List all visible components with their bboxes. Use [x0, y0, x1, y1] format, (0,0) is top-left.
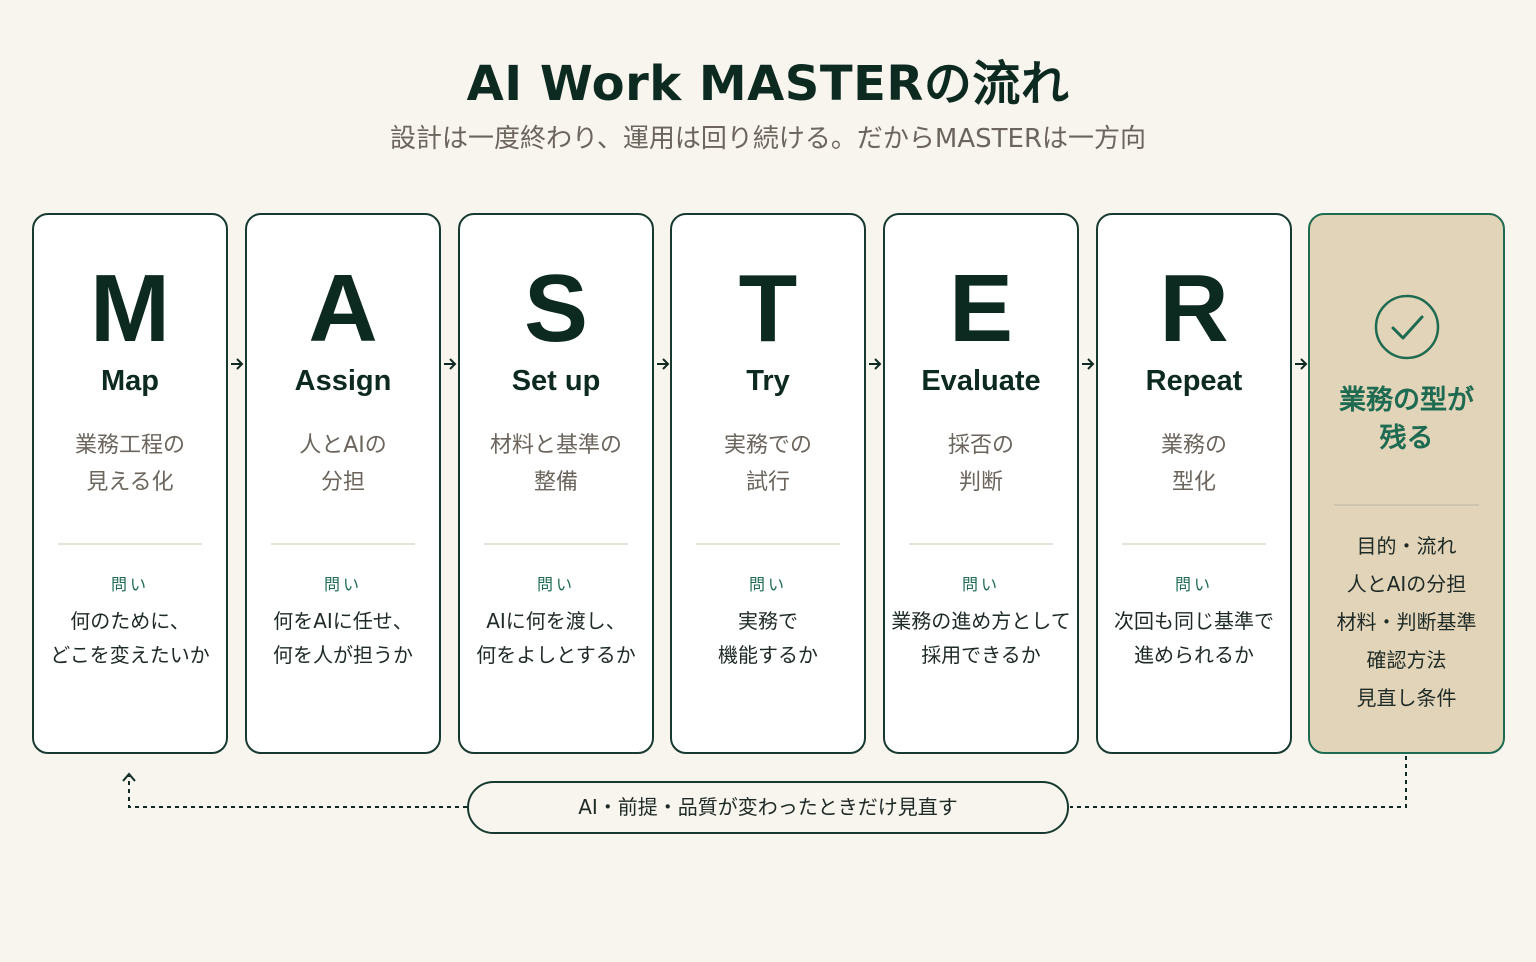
- question-label: 問い: [1174, 575, 1213, 594]
- step-card-map: M Map 業務工程の 見える化 問い 何のために、 どこを変えたいか: [32, 213, 228, 754]
- question-label: 問い: [110, 575, 149, 594]
- question-label: 問い: [536, 575, 575, 594]
- question-label: 問い: [748, 575, 787, 594]
- page-title: AI Work MASTERの流れ: [466, 56, 1070, 112]
- step-card-setup: S Set up 材料と基準の 整備 問い AIに何を渡し、 何をよしとするか: [458, 213, 654, 754]
- step-card-try: T Try 実務での 試行 問い 実務で 機能するか: [670, 213, 866, 754]
- card-divider: [58, 543, 202, 545]
- card-divider: [696, 543, 840, 545]
- flow-arrow-icon: [869, 358, 882, 370]
- page-subtitle: 設計は一度終わり、運用は回り続ける。だからMASTERは一方向: [389, 124, 1147, 154]
- step-description: 材料と基準の 整備: [489, 433, 622, 495]
- result-list: 目的・流れ 人とAIの分担 材料・判断基準 確認方法 見直し条件: [1310, 527, 1503, 717]
- question-label: 問い: [961, 575, 1000, 594]
- step-card-evaluate: E Evaluate 採否の 判断 問い 業務の進め方として 採用できるか: [883, 213, 1079, 754]
- step-description: 業務の 型化: [1160, 433, 1227, 495]
- result-title: 業務の型が 残る: [1339, 385, 1474, 454]
- step-description: 採否の 判断: [947, 433, 1014, 495]
- result-card: 業務の型が 残る 目的・流れ 人とAIの分担 材料・判断基準 確認方法 見直し条…: [1308, 213, 1505, 754]
- step-card-assign: A Assign 人とAIの 分担 問い 何をAIに任せ、 何を人が担うか: [245, 213, 441, 754]
- step-question: 実務で 機能するか: [718, 609, 818, 667]
- step-letter: E: [948, 255, 1014, 362]
- step-question: 次回も同じ基準で 進められるか: [1114, 609, 1274, 667]
- step-name: Map: [101, 365, 159, 397]
- flow-arrow-icon: [657, 358, 670, 370]
- step-description: 業務工程の 見える化: [74, 433, 185, 495]
- step-question: 何をAIに任せ、 何を人が担うか: [273, 609, 413, 667]
- step-description: 実務での 試行: [723, 433, 812, 495]
- step-letter: S: [523, 255, 589, 362]
- step-name: Try: [746, 365, 790, 397]
- loop-condition-label: AI・前提・品質が変わったときだけ見直す: [467, 781, 1069, 834]
- step-name: Evaluate: [921, 365, 1041, 397]
- step-letter: M: [90, 255, 170, 362]
- step-letter: R: [1159, 255, 1229, 362]
- card-divider: [909, 543, 1053, 545]
- step-question: AIに何を渡し、 何をよしとするか: [476, 609, 636, 667]
- step-card-repeat: R Repeat 業務の 型化 問い 次回も同じ基準で 進められるか: [1096, 213, 1292, 754]
- flow-arrow-icon: [231, 358, 244, 370]
- result-item: 目的・流れ: [1356, 534, 1457, 558]
- flow-arrow-icon: [1082, 358, 1095, 370]
- result-item: 確認方法: [1366, 648, 1447, 672]
- step-question: 何のために、 どこを変えたいか: [50, 609, 210, 667]
- card-divider: [271, 543, 415, 545]
- card-divider: [1122, 543, 1266, 545]
- step-letter: A: [308, 255, 378, 362]
- check-circle-icon: [1374, 294, 1440, 360]
- result-item: 材料・判断基準: [1336, 610, 1477, 634]
- card-divider: [484, 543, 628, 545]
- step-description: 人とAIの 分担: [299, 433, 387, 495]
- step-letter: T: [738, 255, 798, 362]
- result-item: 人とAIの分担: [1346, 572, 1467, 596]
- question-label: 問い: [323, 575, 362, 594]
- flow-arrow-icon: [444, 358, 457, 370]
- flow-arrow-icon: [1295, 358, 1308, 370]
- card-divider: [1334, 504, 1479, 506]
- step-question: 業務の進め方として 採用できるか: [891, 609, 1071, 667]
- step-name: Assign: [294, 365, 392, 397]
- step-name: Repeat: [1145, 365, 1243, 397]
- result-item: 見直し条件: [1356, 686, 1457, 710]
- step-name: Set up: [511, 365, 601, 397]
